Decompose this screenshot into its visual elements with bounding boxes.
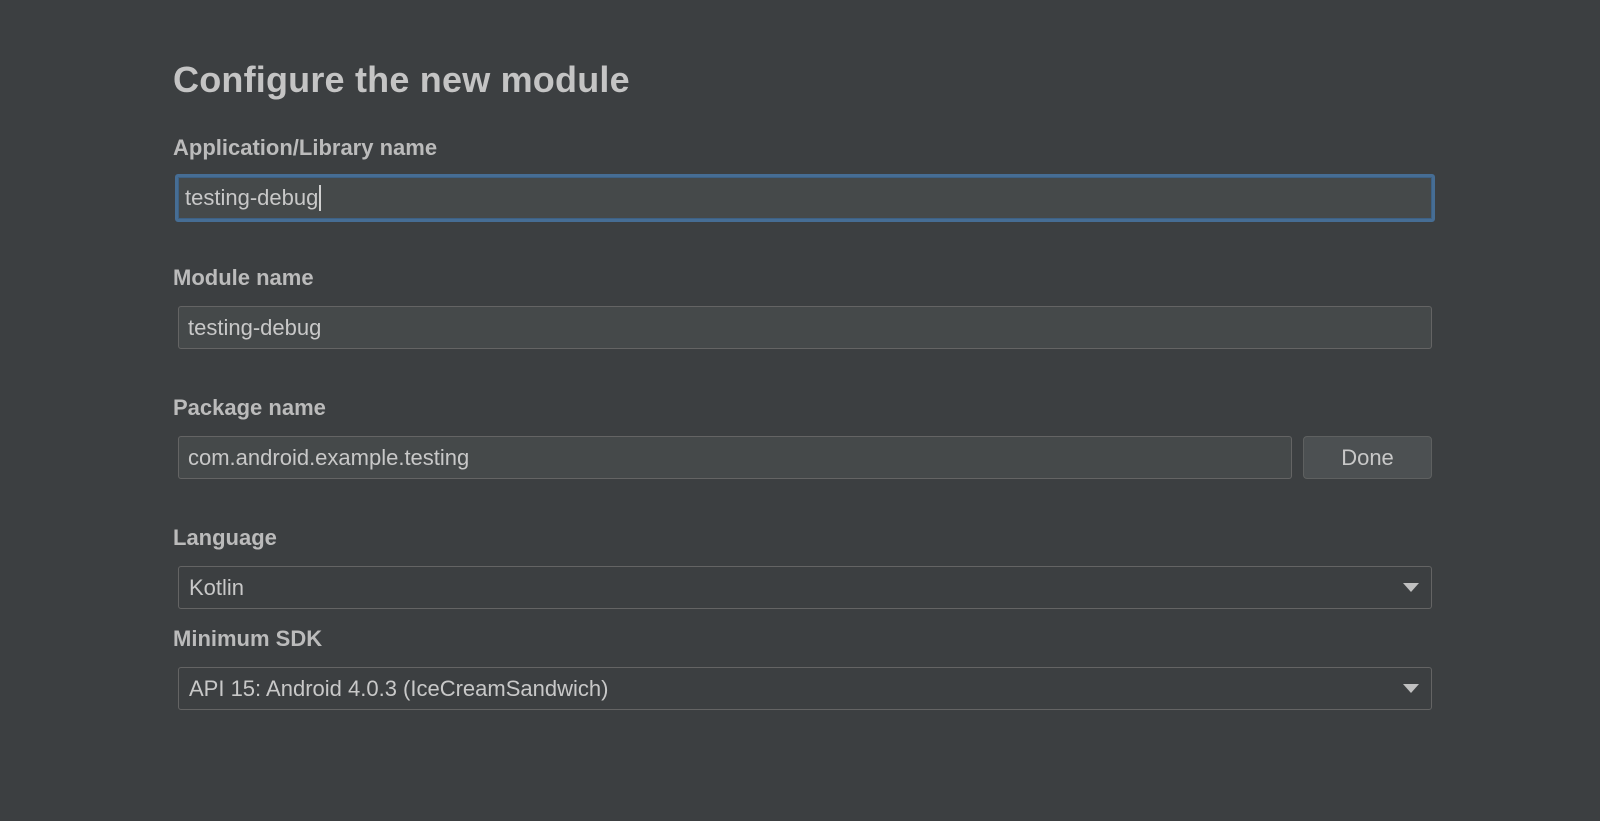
module-name-value: testing-debug [188, 314, 322, 340]
chevron-down-icon [1403, 583, 1419, 592]
chevron-down-icon [1403, 684, 1419, 693]
done-button[interactable]: Done [1303, 436, 1432, 479]
language-label: Language [173, 525, 277, 550]
app-name-value: testing-debug [185, 185, 319, 210]
package-name-input[interactable]: com.android.example.testing [178, 436, 1292, 479]
minimum-sdk-label: Minimum SDK [173, 626, 323, 651]
page-title: Configure the new module [173, 59, 630, 100]
package-name-value: com.android.example.testing [188, 444, 470, 470]
text-caret [319, 185, 322, 211]
app-name-label: Application/Library name [173, 135, 438, 160]
minimum-sdk-selected-value: API 15: Android 4.0.3 (IceCreamSandwich) [189, 675, 609, 701]
language-selected-value: Kotlin [189, 574, 245, 600]
language-dropdown[interactable]: Kotlin [178, 566, 1432, 609]
minimum-sdk-dropdown[interactable]: API 15: Android 4.0.3 (IceCreamSandwich) [178, 667, 1432, 710]
module-name-label: Module name [173, 265, 314, 290]
module-name-input[interactable]: testing-debug [178, 306, 1432, 349]
app-name-input[interactable]: testing-debug [175, 174, 1435, 222]
package-name-label: Package name [173, 395, 326, 420]
